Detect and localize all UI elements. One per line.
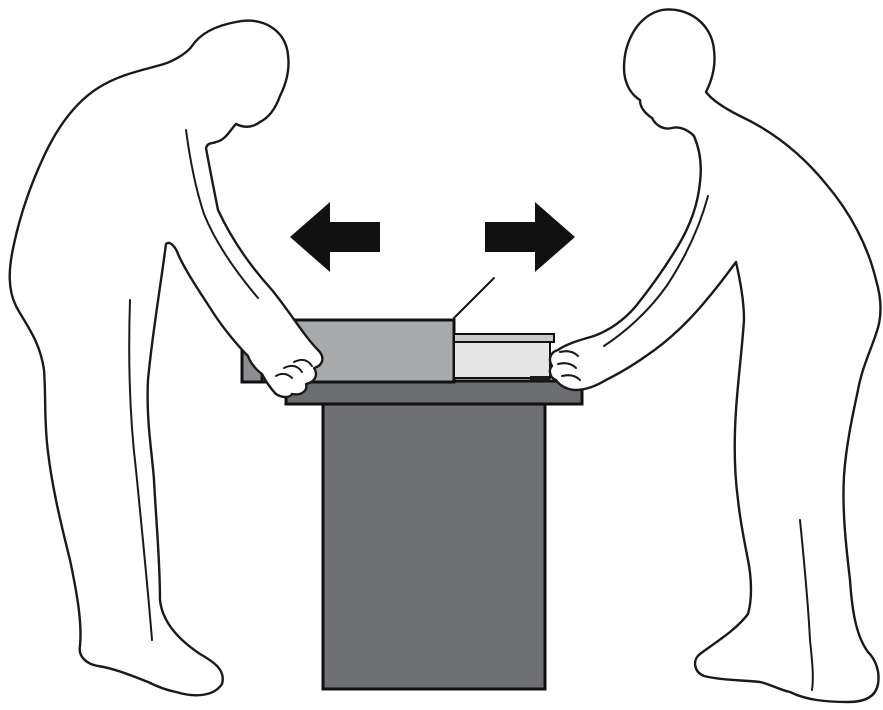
right-unit — [453, 333, 555, 381]
table-pedestal — [321, 402, 547, 691]
right-unit-rail — [453, 333, 555, 343]
right-unit-body — [453, 341, 551, 379]
left-person-arm-line — [185, 129, 259, 299]
left-person-leg-line — [128, 299, 153, 641]
table-top — [284, 379, 584, 406]
left-person-outline — [8, 19, 324, 697]
right-person-hand-fingers — [557, 350, 581, 381]
right-person — [548, 8, 882, 704]
left-unit-panel-line — [453, 277, 495, 319]
left-person-hand-fingers — [275, 358, 313, 379]
arrow-left-icon — [290, 202, 380, 272]
right-person-outline — [548, 8, 882, 704]
right-person-leg-line — [799, 519, 814, 691]
right-unit-foot — [530, 376, 550, 381]
left-person — [8, 19, 324, 697]
right-person-arm-line — [603, 195, 709, 347]
arrow-right-icon — [485, 202, 575, 272]
